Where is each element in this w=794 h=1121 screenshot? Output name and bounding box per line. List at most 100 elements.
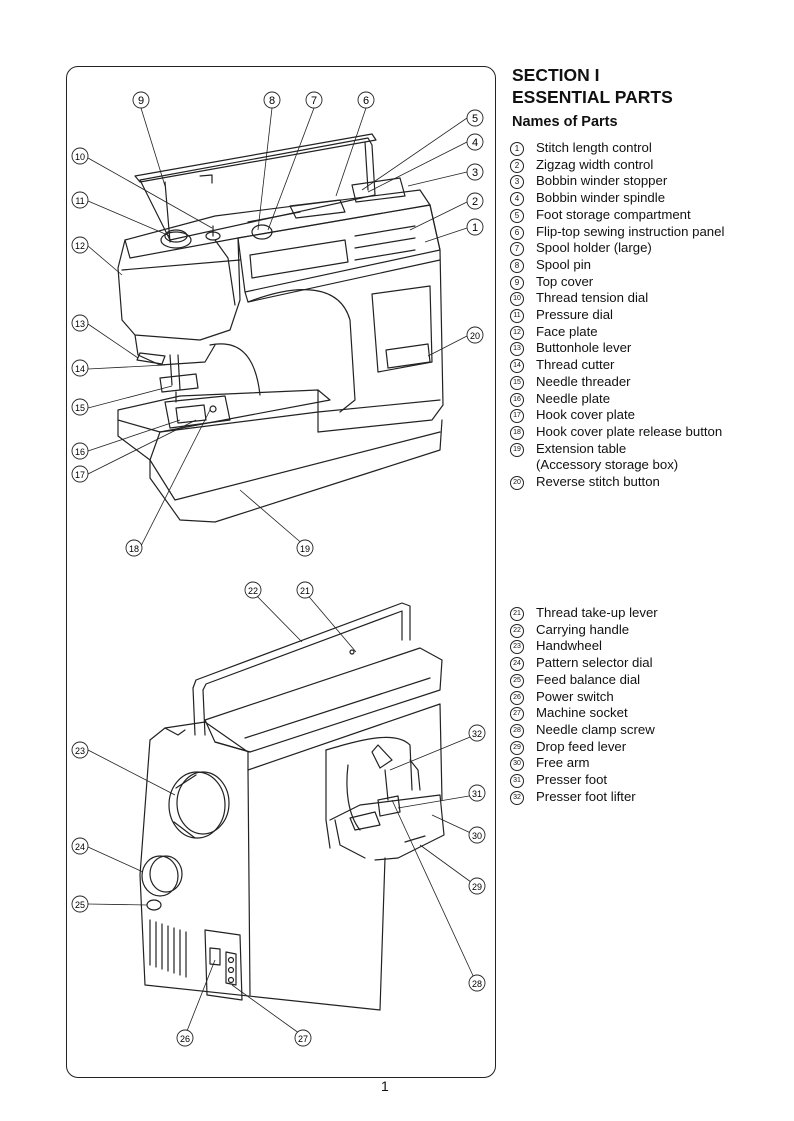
item-number: 23 (510, 640, 524, 655)
item-number: 9 (510, 275, 524, 290)
item-number: 22 (510, 623, 524, 638)
svg-text:18: 18 (129, 544, 139, 554)
item-label: Power switch (536, 688, 614, 704)
item-number: 30 (510, 757, 524, 772)
front-view-machine (117, 133, 444, 523)
item-label: Bobbin winder stopper (536, 173, 668, 189)
callout-15: 15 (71, 398, 89, 416)
item-label: Presser foot lifter (536, 788, 636, 804)
list-item: 4 Bobbin winder spindle (510, 190, 724, 207)
svg-text:23: 23 (75, 746, 85, 756)
callout-19: 19 (296, 539, 314, 557)
item-number: 29 (510, 740, 524, 755)
callout-31: 31 (468, 784, 486, 802)
item-number: 31 (510, 774, 524, 789)
callout-numbers: 9 8 7 6 5 4 3 2 1 10 11 12 13 14 15 16 1… (71, 91, 486, 1047)
svg-text:6: 6 (363, 95, 369, 107)
item-number: 14 (510, 359, 524, 374)
svg-text:21: 21 (300, 586, 310, 596)
svg-text:26: 26 (180, 1034, 190, 1044)
item-label: Free arm (536, 755, 590, 771)
svg-text:28: 28 (472, 979, 482, 989)
section-title-line1: SECTION I (512, 65, 600, 85)
list-item: 30 Free arm (510, 755, 658, 772)
list-item: 6 Flip-top sewing instruction panel (510, 224, 724, 241)
item-label: Feed balance dial (536, 671, 641, 687)
item-label: Thread tension dial (536, 290, 649, 306)
list-item: 9 Top cover (510, 274, 724, 291)
svg-text:12: 12 (75, 241, 85, 251)
item-number: 6 (510, 225, 524, 240)
item-label: Machine socket (536, 705, 628, 721)
callout-21: 21 (296, 581, 314, 599)
rear-view-machine (139, 602, 445, 1011)
callout-5: 5 (466, 109, 484, 127)
callout-3: 3 (466, 163, 484, 181)
callout-23: 23 (71, 741, 89, 759)
svg-text:10: 10 (75, 152, 85, 162)
item-label: Spool pin (536, 256, 591, 272)
callout-22: 22 (244, 581, 262, 599)
item-number: 17 (510, 409, 524, 424)
callout-29: 29 (468, 877, 486, 895)
svg-text:27: 27 (298, 1034, 308, 1044)
svg-text:8: 8 (269, 95, 275, 107)
item-number: 20 (510, 476, 524, 491)
callout-10: 10 (71, 147, 89, 165)
item-number: 7 (510, 242, 524, 257)
svg-text:17: 17 (75, 470, 85, 480)
callout-6: 6 (357, 91, 375, 109)
item-number: 24 (510, 657, 524, 672)
item-label: Zigzag width control (536, 156, 654, 172)
item-label: Reverse stitch button (536, 474, 660, 490)
svg-text:24: 24 (75, 842, 85, 852)
item-number: 21 (510, 607, 524, 621)
item-number: 3 (510, 175, 524, 190)
item-number: 4 (510, 192, 524, 207)
illustration-frame (66, 66, 496, 1078)
svg-text:15: 15 (75, 403, 85, 413)
callout-27: 27 (294, 1029, 312, 1047)
svg-text:5: 5 (472, 113, 478, 125)
item-label: Foot storage compartment (536, 206, 691, 222)
svg-text:16: 16 (75, 447, 85, 457)
item-number: 26 (510, 690, 524, 705)
callout-18: 18 (125, 539, 143, 557)
item-number: 15 (510, 375, 524, 390)
svg-text:30: 30 (472, 831, 482, 841)
item-label: Thread cutter (536, 357, 615, 373)
item-label: Flip-top sewing instruction panel (536, 223, 725, 239)
callout-28: 28 (468, 974, 486, 992)
item-number: 32 (510, 790, 524, 805)
svg-text:22: 22 (248, 586, 258, 596)
callout-8: 8 (263, 91, 281, 109)
list-item: 32 Presser foot lifter (510, 789, 658, 806)
svg-text:4: 4 (472, 137, 478, 149)
callout-2: 2 (466, 192, 484, 210)
svg-text:11: 11 (75, 196, 84, 206)
item-number: 1 (510, 142, 524, 156)
svg-text:13: 13 (75, 319, 85, 329)
callout-26: 26 (176, 1029, 194, 1047)
svg-text:31: 31 (472, 789, 482, 799)
item-label: Bobbin winder spindle (536, 190, 666, 206)
section-title-line2: ESSENTIAL PARTS (512, 87, 673, 107)
callout-11: 11 (71, 191, 89, 209)
list-item: 26 Power switch (510, 689, 658, 706)
item-label: Top cover (536, 273, 594, 289)
callout-20: 20 (466, 326, 484, 344)
item-label: Buttonhole lever (536, 340, 632, 356)
